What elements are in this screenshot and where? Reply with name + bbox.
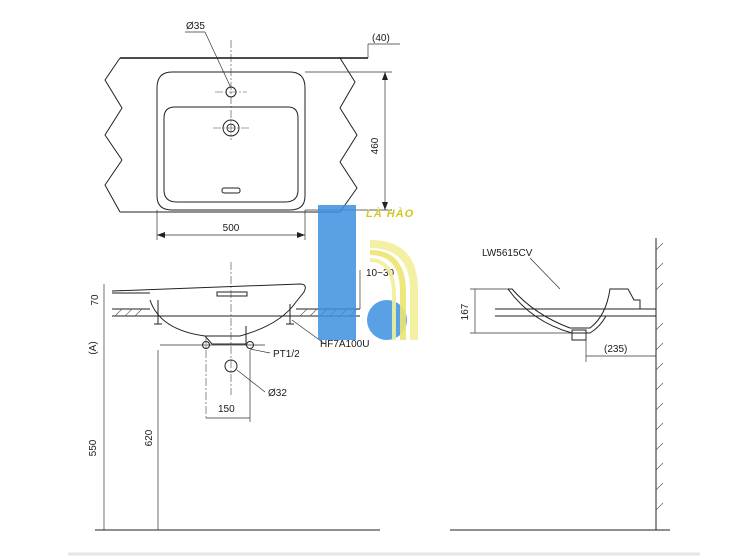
thickness-label: 70 (90, 294, 101, 306)
bracket-right (286, 304, 294, 325)
drain-body (204, 326, 247, 345)
counter-break-left (104, 57, 123, 213)
basin-rim (111, 283, 306, 303)
range-label: 10~30 (366, 268, 395, 279)
logo-arc-3 (370, 258, 396, 340)
wall-hatch (655, 242, 664, 511)
height-550-label: 550 (88, 439, 99, 456)
supply-right (246, 341, 254, 349)
logo-arc-2 (370, 250, 406, 340)
width-label: 500 (223, 223, 240, 234)
hole-leader (204, 31, 232, 89)
logo-dot-blue (367, 300, 407, 340)
overflow-slot (221, 187, 241, 194)
trap-dia-label: Ø32 (268, 388, 287, 399)
drain-label: HF7A100U (320, 339, 369, 350)
model-label: LW5615CV (482, 248, 533, 259)
basin-bowl-front (149, 299, 297, 337)
a-label: (A) (88, 341, 99, 354)
overflow-front (216, 291, 248, 297)
projection-label: (235) (604, 344, 627, 355)
offset-label: (40) (372, 33, 390, 44)
basin-side-profile (508, 288, 641, 329)
spacing-label: 150 (218, 404, 235, 415)
basin-bowl (163, 106, 299, 203)
top-view: Ø35 (40) 460 500 (104, 21, 400, 240)
pipe-leader (249, 348, 271, 354)
trap-hole (224, 359, 238, 373)
logo-bar-blue (318, 205, 356, 340)
drain-side (571, 329, 587, 341)
counter-break-right (339, 57, 358, 213)
basin-outer (156, 71, 306, 211)
side-height-label: 167 (460, 303, 471, 320)
bracket-left (154, 300, 162, 325)
logo-arc-1 (370, 240, 418, 340)
logo-text: LÀ HÀO (366, 207, 414, 220)
watermark-logo: LÀ HÀO (318, 205, 418, 340)
height-620-label: 620 (144, 429, 155, 446)
depth-label: 460 (370, 137, 381, 154)
pipe-label: PT1/2 (273, 349, 300, 360)
hole-dia-label: Ø35 (186, 21, 205, 32)
trap-leader (236, 369, 266, 393)
model-leader (529, 257, 561, 290)
side-view: LW5615CV 167 (235) (450, 238, 670, 531)
